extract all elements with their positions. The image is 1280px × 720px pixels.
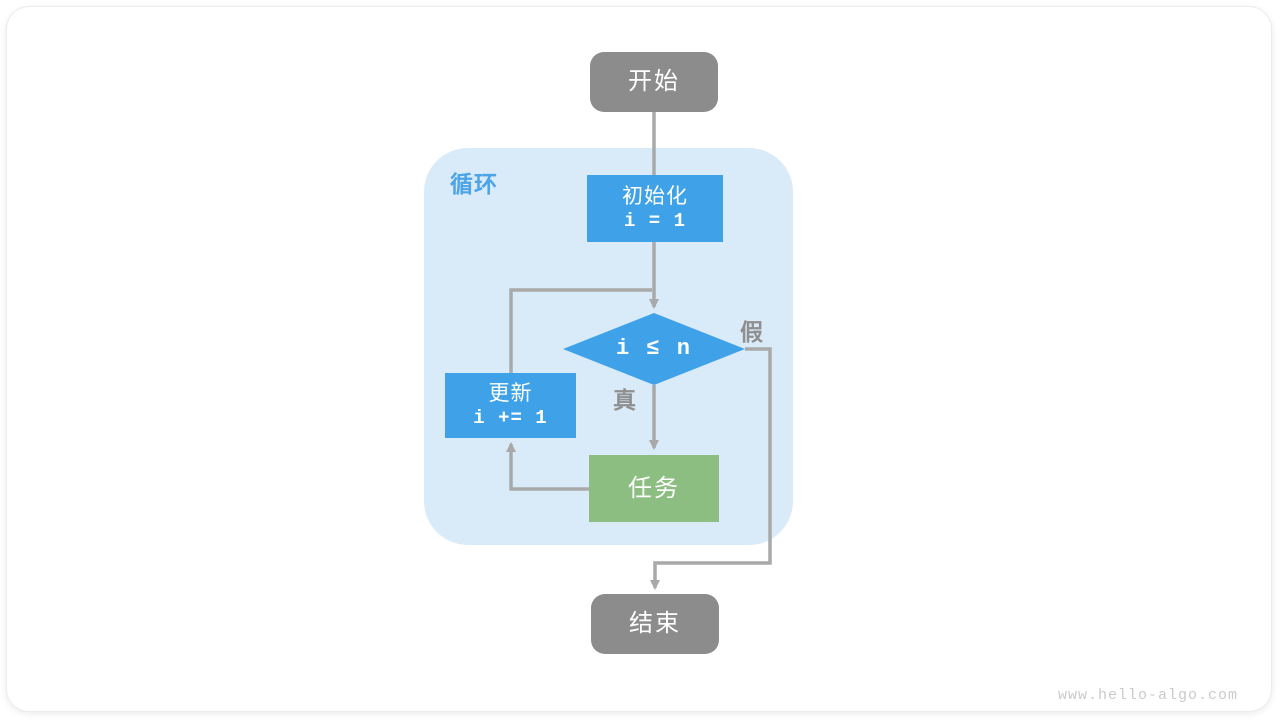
end-node: 结束 [591,594,719,654]
init-node-title: 初始化 [622,184,688,208]
init-node: 初始化 i = 1 [587,175,723,242]
update-node: 更新 i += 1 [445,373,576,438]
start-node: 开始 [590,52,718,112]
init-node-code: i = 1 [623,209,686,232]
start-node-label: 开始 [628,68,680,95]
condition-node-expr: i ≤ n [615,336,692,362]
task-node: 任务 [589,455,719,522]
update-node-title: 更新 [488,381,533,405]
task-node-label: 任务 [628,474,680,502]
true-branch-label: 真 [613,387,636,413]
watermark-text: www.hello-algo.com [1057,687,1238,704]
end-node-label: 结束 [629,610,681,637]
update-node-code: i += 1 [473,406,548,429]
false-branch-label: 假 [740,319,763,345]
loop-region-label: 循环 [450,171,498,197]
